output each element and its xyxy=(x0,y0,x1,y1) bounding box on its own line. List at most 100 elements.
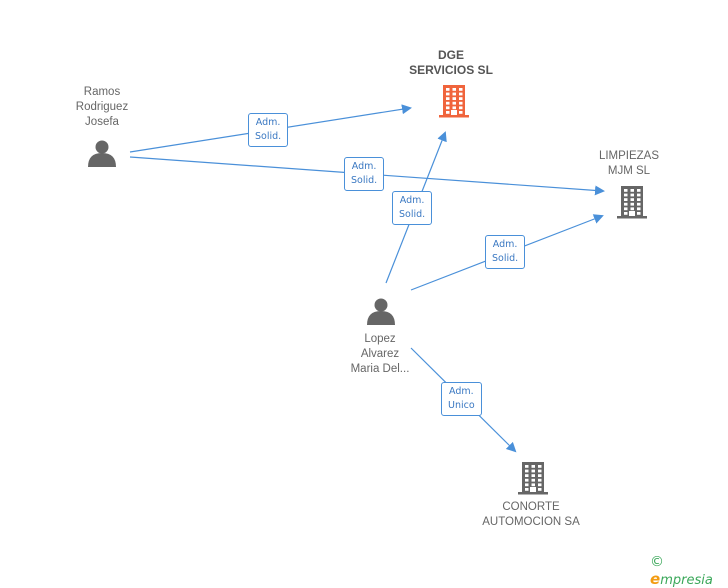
building-window xyxy=(525,478,529,482)
building-window xyxy=(452,101,456,105)
building-window xyxy=(637,207,641,211)
building-window xyxy=(624,189,628,192)
node-label-line: Rodriguez xyxy=(75,101,129,113)
building-window xyxy=(525,483,529,487)
node-label-line: Josefa xyxy=(85,116,119,128)
building-window xyxy=(624,202,628,206)
building-window xyxy=(446,97,450,100)
relationship-graph xyxy=(88,85,647,495)
building-window xyxy=(637,212,641,215)
building-door xyxy=(530,487,536,492)
building-window xyxy=(531,478,535,482)
building-window xyxy=(624,198,628,201)
building-icon[interactable] xyxy=(518,462,548,495)
building-window xyxy=(630,207,634,211)
edge-label-lopez-dge[interactable]: Adm. Solid. xyxy=(392,191,433,225)
building-base xyxy=(518,492,548,495)
building-window xyxy=(525,488,529,491)
node-label-line: Maria Del... xyxy=(350,363,410,375)
building-window xyxy=(538,469,542,473)
edge-label-line: Solid. xyxy=(399,209,426,220)
building-window xyxy=(452,97,456,100)
building-window xyxy=(446,101,450,105)
person-icon[interactable] xyxy=(88,140,116,168)
building-window xyxy=(446,92,450,96)
building-icon[interactable] xyxy=(439,85,469,118)
building-window xyxy=(446,106,450,110)
building-window xyxy=(538,474,542,477)
building-window xyxy=(452,106,456,110)
copyright-symbol: © xyxy=(650,554,664,570)
node-label-line: MJM SL xyxy=(607,165,651,177)
edge-label-line: Adm. xyxy=(351,161,377,172)
building-window xyxy=(637,202,641,206)
building-window xyxy=(459,97,463,100)
person-body xyxy=(88,153,116,167)
edge-label-line: Adm. xyxy=(449,386,474,397)
building-window xyxy=(459,106,463,110)
edge-label-line: Solid. xyxy=(255,131,282,142)
node-label-line: SERVICIOS SL xyxy=(409,63,493,77)
edge-label-lopez-limpiezas[interactable]: Adm. Solid. xyxy=(485,235,526,269)
building-window xyxy=(446,88,450,91)
building-window xyxy=(531,483,535,487)
node-label-line: DGE xyxy=(437,48,464,62)
edge-label-ramos-dge[interactable]: Adm. Solid. xyxy=(248,113,289,147)
building-base xyxy=(439,115,469,118)
building-window xyxy=(459,111,463,114)
building-icon[interactable] xyxy=(617,186,647,219)
brand-footer: © empresia xyxy=(650,554,728,588)
building-window xyxy=(446,111,450,114)
building-window xyxy=(525,469,529,473)
building-window xyxy=(637,189,641,192)
building-window xyxy=(538,488,542,491)
building-window xyxy=(452,92,456,96)
building-window xyxy=(630,198,634,201)
building-window xyxy=(531,474,535,477)
node-label-line: CONORTE xyxy=(502,501,560,513)
building-window xyxy=(452,88,456,91)
edge-label-line: Solid. xyxy=(351,175,378,186)
building-window xyxy=(459,101,463,105)
building-window xyxy=(637,198,641,201)
node-label-line: AUTOMOCION SA xyxy=(482,516,580,528)
brand-name: mpresia xyxy=(660,573,713,588)
building-base xyxy=(617,216,647,219)
person-body xyxy=(367,311,395,325)
node-label-line: LIMPIEZAS xyxy=(598,150,660,162)
building-window xyxy=(624,193,628,197)
edge-label-line: Adm. xyxy=(255,117,281,128)
building-door xyxy=(629,211,635,216)
building-window xyxy=(538,483,542,487)
building-window xyxy=(459,92,463,96)
brand-initial: e xyxy=(650,570,661,588)
building-window xyxy=(459,88,463,91)
node-label-line: Lopez xyxy=(364,333,396,345)
edge-label-line: Adm. xyxy=(399,195,425,206)
building-window xyxy=(630,189,634,192)
edge-label-lopez-conorte[interactable]: Adm. Unico xyxy=(441,382,482,416)
edge-label-line: Adm. xyxy=(492,239,518,250)
building-window xyxy=(630,202,634,206)
person-head xyxy=(374,298,388,312)
node-label-line: Ramos xyxy=(83,86,121,98)
building-window xyxy=(538,478,542,482)
building-window xyxy=(525,474,529,477)
building-window xyxy=(531,465,535,468)
building-door xyxy=(451,110,457,115)
node-label-line: Alvarez xyxy=(360,348,400,360)
building-window xyxy=(525,465,529,468)
edge-label-line: Solid. xyxy=(492,253,519,264)
building-window xyxy=(624,212,628,215)
edge-label-line: Unico xyxy=(448,400,475,411)
building-window xyxy=(630,193,634,197)
node-label-conorte[interactable]: CONORTE AUTOMOCION SA xyxy=(466,500,596,530)
building-window xyxy=(531,469,535,473)
building-window xyxy=(624,207,628,211)
edge-label-ramos-limpiezas[interactable]: Adm. Solid. xyxy=(344,157,385,191)
person-icon[interactable] xyxy=(367,298,395,326)
node-label-limpiezas[interactable]: LIMPIEZAS MJM SL xyxy=(574,149,684,179)
